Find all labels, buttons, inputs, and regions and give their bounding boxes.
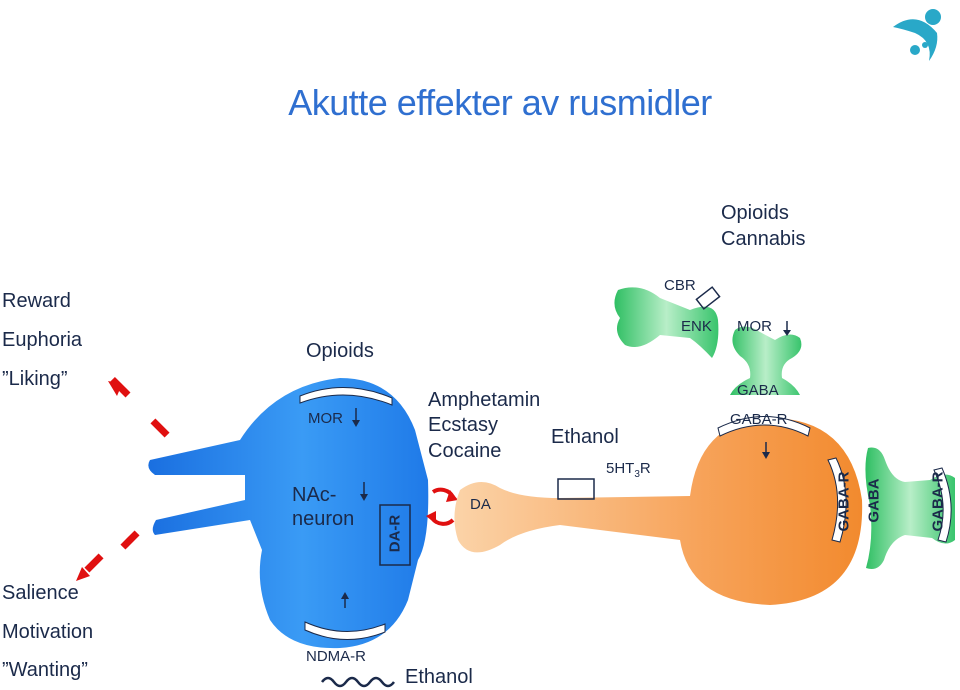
person-logo-icon <box>893 9 941 61</box>
da-label: DA <box>470 496 491 513</box>
vta-cannabis-label: Cannabis <box>721 228 806 250</box>
nac-opioids-label: Opioids <box>306 340 374 362</box>
left-label-wanting: ”Wanting” <box>2 659 88 681</box>
nac-ethanol-label: Ethanol <box>405 666 473 688</box>
cbr-label: CBR <box>664 277 696 294</box>
synapse-ethanol-label: Ethanol <box>551 426 619 448</box>
left-label-euphoria: Euphoria <box>2 329 83 351</box>
left-label-reward: Reward <box>2 290 71 312</box>
enk-terminal <box>614 287 719 358</box>
gaba-terminal-top <box>730 326 802 395</box>
drug-amphetamin: Amphetamin <box>428 389 541 411</box>
gaba-right-label: GABA <box>865 478 883 523</box>
drug-cocaine: Cocaine <box>428 440 502 462</box>
vta-mor-label: MOR <box>737 318 772 335</box>
vta-neuron <box>454 418 863 605</box>
page-title: Akutte effekter av rusmidler <box>288 82 712 123</box>
nac-neuron-label-1: NAc- <box>292 484 337 506</box>
enk-label: ENK <box>681 318 712 335</box>
ndma-r-label: NDMA-R <box>306 648 366 665</box>
red-arrows <box>76 376 170 581</box>
nac-neuron <box>148 378 429 649</box>
gaba-r-right-label-2: GABA-R <box>929 471 947 532</box>
vta-opioids-label: Opioids <box>721 202 789 224</box>
gaba-r-right-label-1: GABA-R <box>835 471 853 532</box>
drug-ecstasy: Ecstasy <box>428 414 499 436</box>
gaba-terminal-right <box>865 447 955 569</box>
gaba-label: GABA <box>737 382 779 399</box>
nac-mor-label: MOR <box>308 410 343 427</box>
da-r-label: DA-R <box>386 514 404 553</box>
left-label-liking: ”Liking” <box>2 368 68 390</box>
left-label-salience: Salience <box>2 582 79 604</box>
left-label-motivation: Motivation <box>2 621 94 643</box>
gaba-r-label: GABA-R <box>730 411 788 428</box>
receptor-5ht3-label: 5HT3R <box>606 460 651 480</box>
nac-neuron-label-2: neuron <box>292 508 355 530</box>
